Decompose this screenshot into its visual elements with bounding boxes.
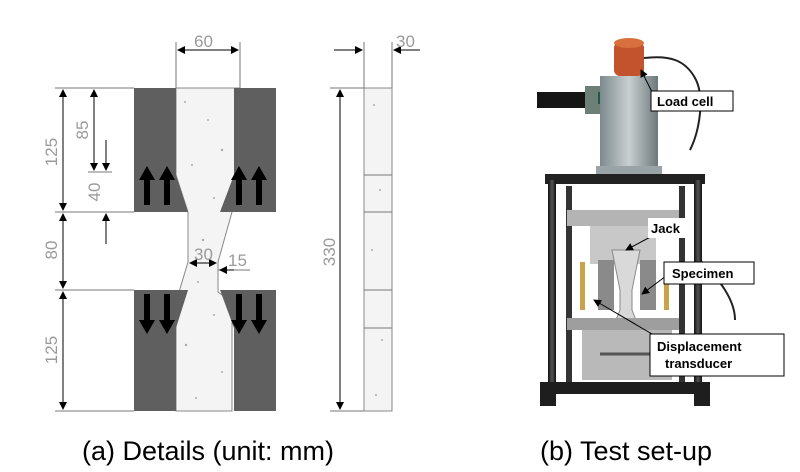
label-load-cell: Load cell bbox=[657, 94, 713, 109]
frame-left-post bbox=[548, 180, 556, 400]
dim-side-width: 30 bbox=[396, 32, 415, 51]
dim-125-top: 125 bbox=[42, 138, 61, 166]
load-cell bbox=[614, 42, 644, 76]
label-specimen: Specimen bbox=[672, 266, 733, 281]
dim-125-bottom: 125 bbox=[42, 336, 61, 364]
dim-neck-15: 15 bbox=[228, 251, 247, 270]
specimen-drawing: 60 125 85 40 80 125 30 15 30 bbox=[42, 32, 420, 412]
caption-a: (a) Details (unit: mm) bbox=[82, 436, 334, 466]
frame-right-post bbox=[694, 180, 702, 400]
label-displacement: Displacement bbox=[657, 339, 742, 354]
dim-neck-30: 30 bbox=[194, 245, 213, 264]
dim-80: 80 bbox=[42, 241, 61, 260]
dim-top-width: 60 bbox=[194, 32, 213, 51]
caption-b: (b) Test set-up bbox=[540, 436, 712, 466]
label-jack: Jack bbox=[651, 221, 681, 236]
dim-40: 40 bbox=[85, 183, 104, 202]
side-view-specimen bbox=[363, 87, 393, 412]
test-setup-photo: Load cell Jack Specimen Displacement tra… bbox=[537, 38, 785, 406]
dim-85: 85 bbox=[73, 121, 92, 140]
dim-330: 330 bbox=[320, 238, 339, 266]
load-arrows-up bbox=[139, 166, 267, 205]
load-arrows-down bbox=[139, 294, 267, 334]
label-transducer: transducer bbox=[665, 356, 732, 371]
